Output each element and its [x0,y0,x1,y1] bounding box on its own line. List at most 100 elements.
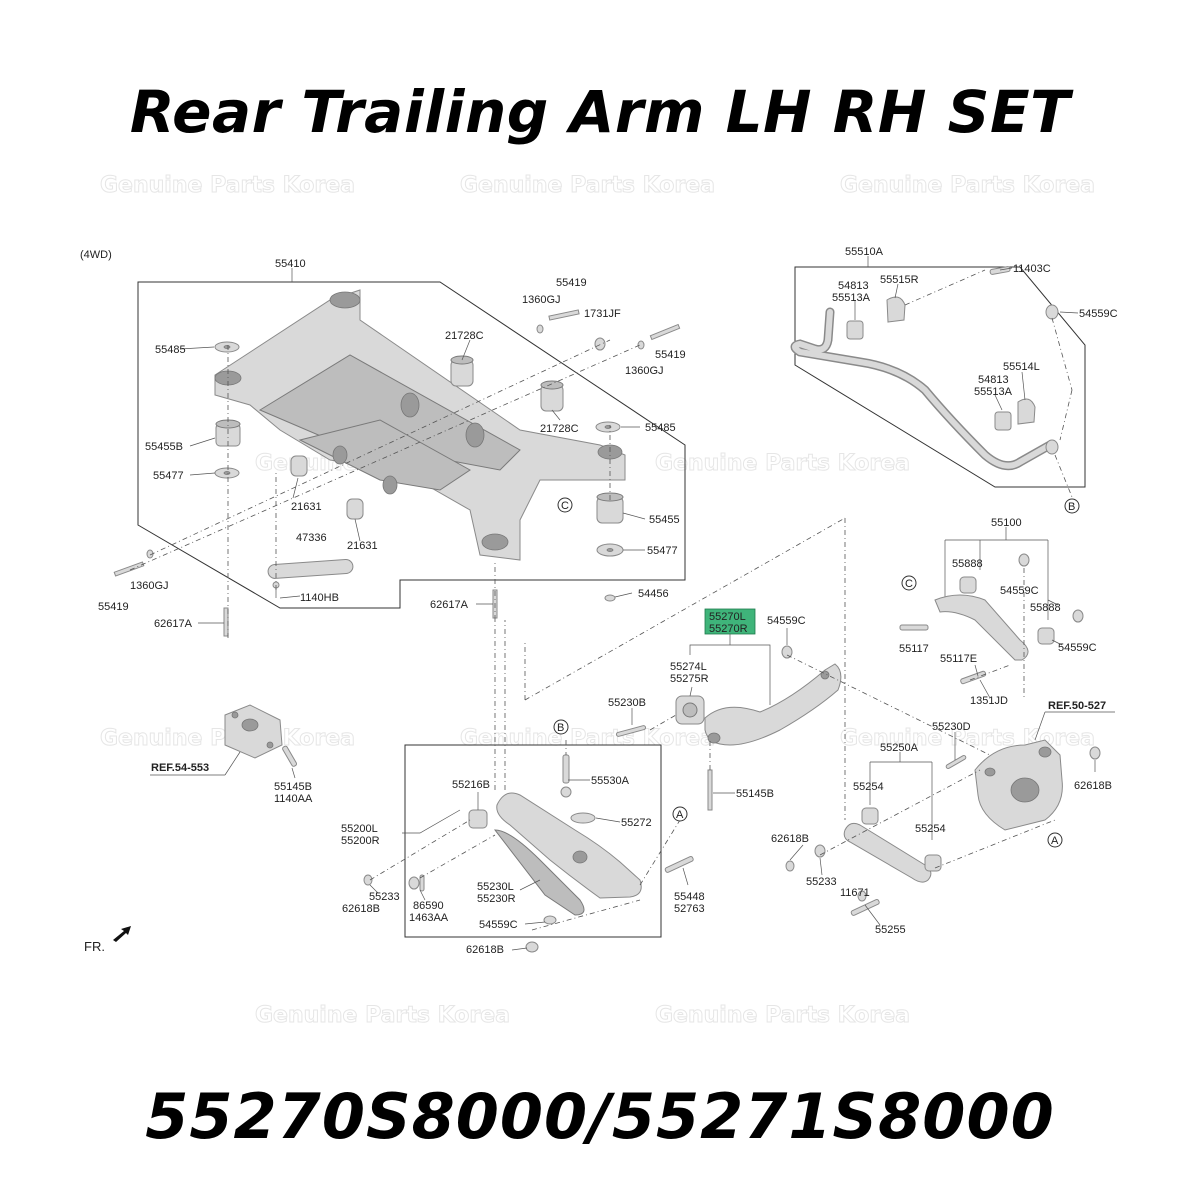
callout-55216b: 55216B [452,779,490,791]
callout-55270l: 55270L [709,611,746,623]
callout-55410: 55410 [275,258,306,270]
callout-55275r: 55275R [670,673,709,685]
callout-47336: 47336 [296,532,327,544]
callout-55515r: 55515R [880,274,919,286]
watermark: Genuine Parts Korea [255,1003,510,1028]
callout-55200r: 55200R [341,835,380,847]
front-direction-indicator: FR. [84,926,131,954]
watermark: Genuine Parts Korea [460,726,715,751]
callout-55419: 55419 [98,601,129,613]
callout-55145b: 55145B [274,781,312,793]
ref-letter: B [1068,501,1075,513]
callout-55485: 55485 [645,422,676,434]
callout-11403c: 11403C [1013,263,1051,275]
callout-55448: 55448 [674,891,705,903]
callout-1463aa: 1463AA [409,912,449,924]
ref-marker-c [901,575,917,591]
lower-rear-arm-bracket [869,752,933,840]
lower-rear-arm-dash-lines [819,769,1056,869]
callout-55272: 55272 [621,817,652,829]
callout-55230r: 55230R [477,893,516,905]
callout-1351jd: 1351JD [970,695,1008,707]
lower-rear-arm-leaders [789,844,881,926]
stabilizer-dash-lines [904,269,1073,498]
callout-55250a: 55250A [880,742,919,754]
callout-52763: 52763 [674,903,705,915]
upper-arm-bracket [944,527,1049,620]
ref-letter: A [1051,835,1059,847]
callout-55233: 55233 [369,891,400,903]
callout-55510a: 55510A [845,246,884,258]
callout-55230b: 55230B [608,697,646,709]
callout-62617a: 62617A [154,618,193,630]
lower-control-arm [363,754,694,953]
callout-55419: 55419 [655,349,686,361]
ref-marker-c [557,497,573,513]
callout-62618b: 62618B [342,903,380,915]
lower-arm-leaders [369,779,689,951]
watermark: Genuine Parts Korea [100,173,355,198]
stabilizer-leaders [854,256,1079,411]
callout-54559c: 54559C [479,919,518,931]
ref-54-553: REF.54-553 [151,762,209,774]
callout-55477: 55477 [647,545,678,557]
ref-marker-b [553,719,569,735]
callout-55455b: 55455B [145,441,183,453]
callout-21631: 21631 [291,501,322,513]
callout-55254: 55254 [915,823,946,835]
lower-arm-dash-lines [369,620,681,931]
callout-1731jf: 1731JF [584,308,621,320]
callout-55514l: 55514L [1003,361,1040,373]
lower-arm-group-frame [404,744,662,938]
callout-55254: 55254 [853,781,884,793]
watermark: Genuine Parts Korea [655,1003,910,1028]
stabilizer-bar [790,266,1059,471]
watermark: Genuine Parts Korea [655,451,910,476]
callout-55455: 55455 [649,514,680,526]
callout-55117: 55117 [899,643,929,655]
trailing-arm [615,645,842,811]
ref-letter: C [905,578,913,590]
ref-letter: C [561,500,569,512]
callout-55485: 55485 [155,344,186,356]
callout-62618b: 62618B [466,944,504,956]
ref-letter: B [557,722,564,734]
callout-55477: 55477 [153,470,184,482]
upper-control-arm [899,553,1084,685]
knuckle-leaders [954,711,1115,772]
callout-21728c: 21728C [445,330,484,342]
callout-55233: 55233 [806,876,837,888]
callout-62617a: 62617A [430,599,469,611]
callout-55513a: 55513A [832,292,871,304]
subframe-group-frame [137,281,686,609]
arrow-icon [113,926,131,942]
callout-1360gj: 1360GJ [522,294,561,306]
callout-11671: 11671 [840,887,870,899]
callout-1360gj: 1360GJ [625,365,664,377]
front-label: FR. [84,939,105,954]
ref-marker-a [672,806,688,822]
page-title: Rear Trailing Arm LH RH SET [129,78,1071,146]
callout-21631: 21631 [347,540,378,552]
ref-50-527: REF.50-527 [1048,700,1106,712]
trailing-arm-bracket [689,634,771,705]
callout-1140aa: 1140AA [274,793,313,805]
highlighted-part-label: 55270L 55270R [704,608,756,635]
trailing-arm-leaders [631,628,788,794]
upper-arm-leaders [974,599,1063,699]
callout-55230l: 55230L [477,881,514,893]
subframe-dash-lines [129,339,641,640]
callout-1140hb: 1140HB [300,592,339,604]
callout-86590: 86590 [413,900,444,912]
callout-55888: 55888 [1030,602,1061,614]
stabilizer-group-frame [794,266,1086,488]
callout-55255: 55255 [875,924,906,936]
ref-letter: A [676,809,684,821]
callout-55100: 55100 [991,517,1022,529]
trailing-arm-dash-lines [524,517,1001,820]
callout-1360gj: 1360GJ [130,580,169,592]
callout-55145b: 55145B [736,788,774,800]
callout-54559c: 54559C [767,615,806,627]
